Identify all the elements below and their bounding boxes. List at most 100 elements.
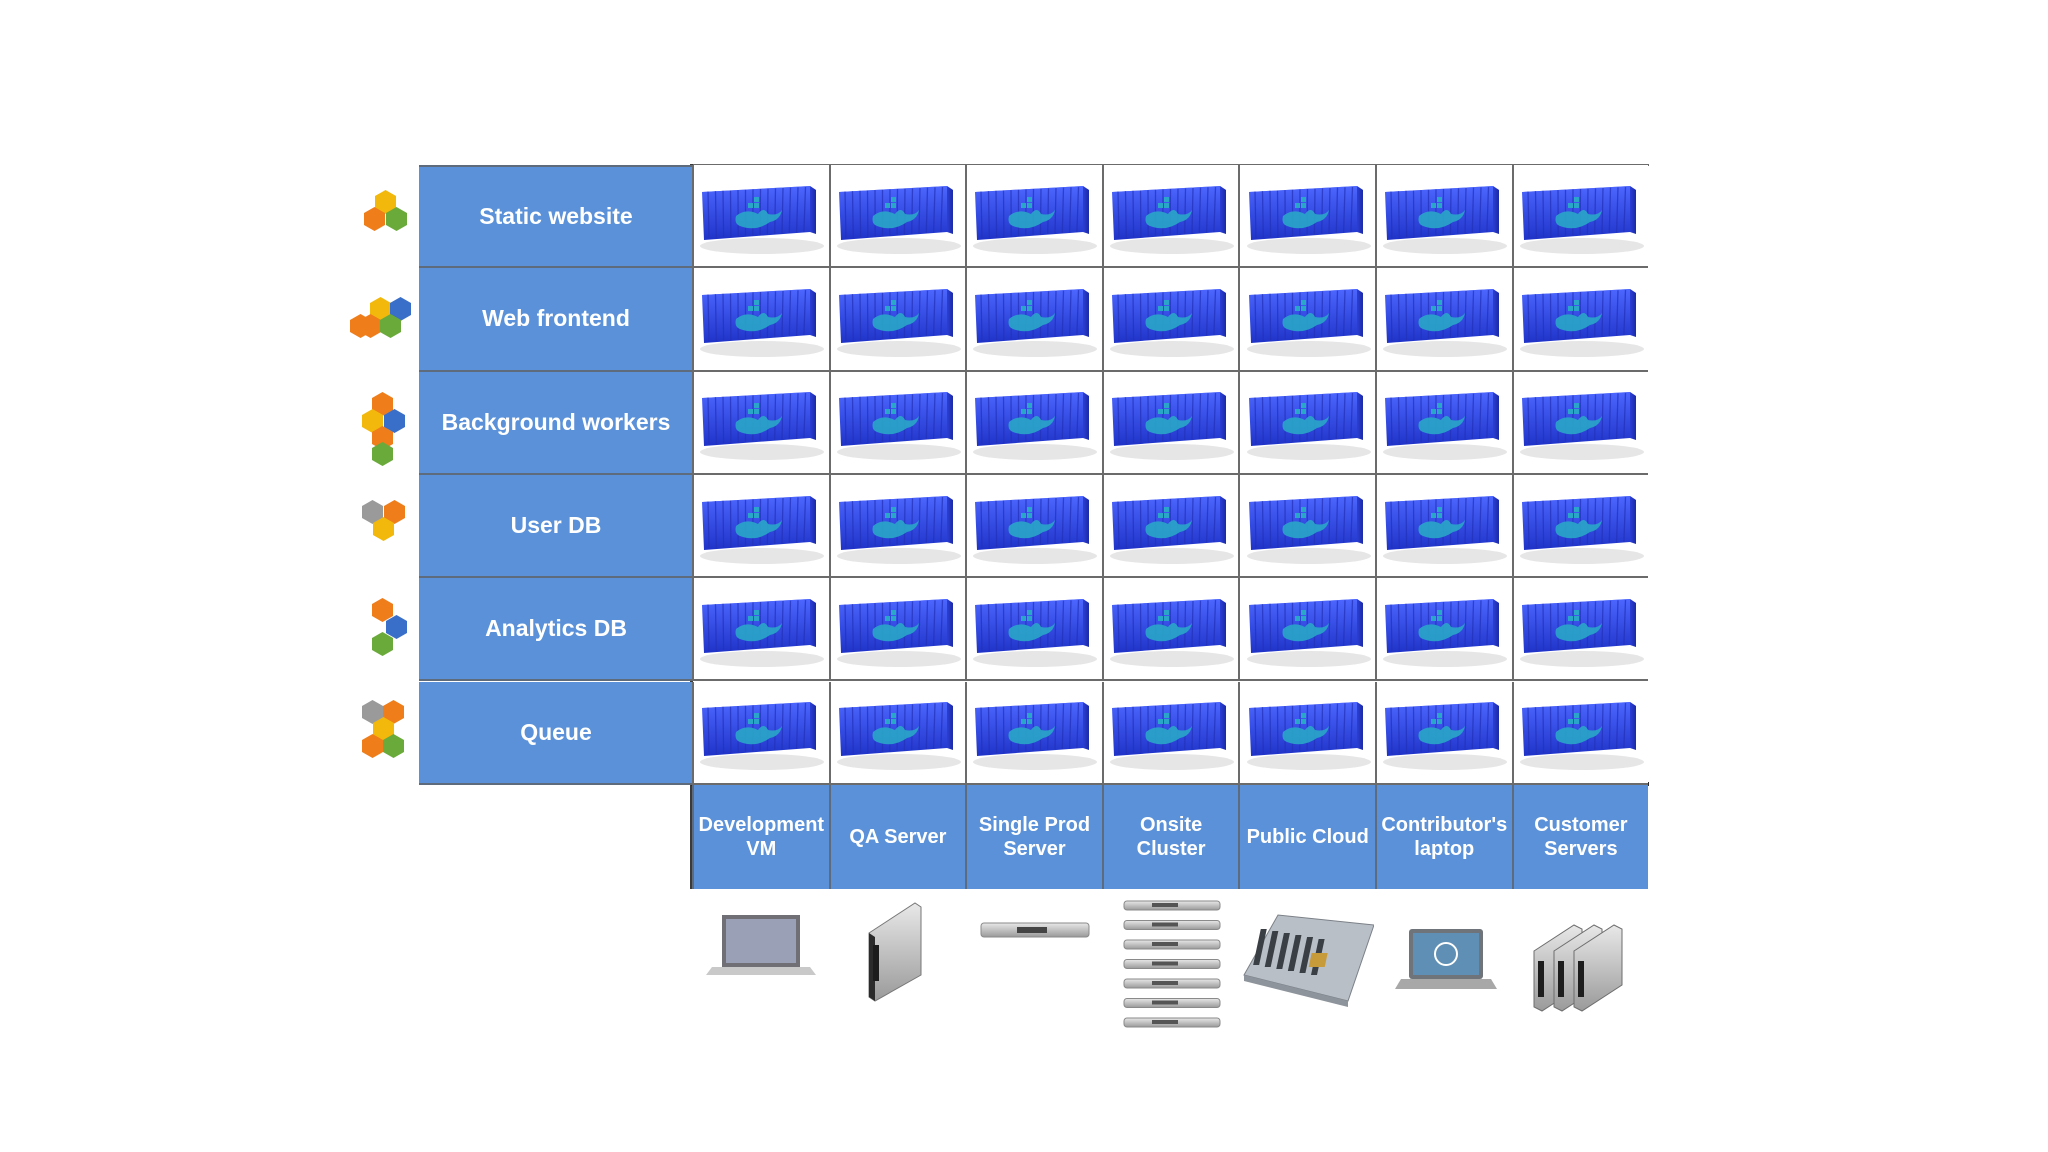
docker-container-icon bbox=[1383, 598, 1508, 667]
hexagon-shape bbox=[375, 190, 396, 214]
docker-container-icon bbox=[973, 392, 1098, 461]
app-hex-icon bbox=[348, 297, 420, 377]
docker-container-icon bbox=[836, 288, 961, 357]
docker-container-icon bbox=[700, 392, 825, 461]
matrix-cell bbox=[1101, 578, 1239, 682]
docker-container-icon bbox=[700, 702, 825, 771]
matrix-cell bbox=[1238, 268, 1375, 372]
matrix-cell bbox=[965, 268, 1102, 372]
docker-container-icon bbox=[1519, 702, 1644, 771]
docker-container-icon bbox=[1110, 392, 1235, 461]
docker-container-icon bbox=[836, 702, 961, 771]
matrix-cell bbox=[1511, 165, 1649, 269]
matrix-cell bbox=[828, 681, 966, 785]
hexagon-shape bbox=[370, 297, 391, 321]
docker-container-icon bbox=[836, 185, 961, 254]
docker-container-icon bbox=[1110, 598, 1235, 667]
docker-container-icon bbox=[836, 598, 961, 667]
docker-container-icon bbox=[1110, 288, 1235, 357]
matrix-cell bbox=[692, 371, 829, 475]
matrix-cell bbox=[1511, 578, 1649, 682]
matrix-cell bbox=[1238, 165, 1375, 269]
app-label: Analytics DB bbox=[419, 578, 693, 682]
environment-label: Single Prod Server bbox=[965, 785, 1102, 889]
hexagon-shape bbox=[386, 207, 407, 231]
matrix-cell bbox=[692, 578, 829, 682]
docker-container-icon bbox=[1246, 702, 1371, 771]
docker-container-icon bbox=[973, 185, 1098, 254]
hexagon-shape bbox=[390, 297, 411, 321]
matrix-cell bbox=[1511, 371, 1649, 475]
matrix-cell bbox=[1511, 268, 1649, 372]
server-stack-icon bbox=[1123, 900, 1221, 1028]
environment-label: Onsite Cluster bbox=[1101, 785, 1239, 889]
matrix-cell bbox=[1511, 681, 1649, 785]
matrix-cell bbox=[828, 165, 966, 269]
environment-label: Development VM bbox=[692, 785, 829, 889]
environment-label: QA Server bbox=[828, 785, 966, 889]
app-label: Web frontend bbox=[419, 268, 693, 372]
matrix-cell bbox=[1101, 268, 1239, 372]
matrix-cell bbox=[1511, 474, 1649, 579]
matrix-cell bbox=[692, 681, 829, 785]
environment-label: Customer Servers bbox=[1511, 785, 1649, 889]
laptop-icon bbox=[706, 915, 816, 975]
matrix-cell bbox=[692, 474, 829, 579]
matrix-cell bbox=[1375, 371, 1512, 475]
hexagon-shape bbox=[364, 207, 385, 231]
docker-container-icon bbox=[973, 702, 1098, 771]
hexagon-shape bbox=[362, 734, 383, 758]
docker-container-icon bbox=[1246, 288, 1371, 357]
matrix-cell bbox=[965, 681, 1102, 785]
matrix-cell bbox=[828, 578, 966, 682]
docker-container-icon bbox=[1519, 495, 1644, 564]
blade-servers-icon bbox=[1533, 924, 1623, 1012]
matrix-cell bbox=[1375, 165, 1512, 269]
app-hex-icon bbox=[355, 190, 427, 270]
matrix-cell bbox=[1375, 474, 1512, 579]
matrix-cell bbox=[1375, 681, 1512, 785]
docker-container-icon bbox=[1383, 495, 1508, 564]
hexagon-shape bbox=[362, 409, 383, 433]
docker-container-icon bbox=[973, 598, 1098, 667]
docker-container-icon bbox=[1383, 185, 1508, 254]
docker-container-icon bbox=[1519, 392, 1644, 461]
docker-container-icon bbox=[1246, 598, 1371, 667]
hexagon-shape bbox=[372, 632, 393, 656]
hexagon-shape bbox=[386, 615, 407, 639]
hexagon-shape bbox=[372, 598, 393, 622]
hexagon-shape bbox=[362, 700, 383, 724]
docker-container-icon bbox=[1383, 702, 1508, 771]
hexagon-shape bbox=[383, 700, 404, 724]
docker-container-icon bbox=[700, 288, 825, 357]
docker-container-icon bbox=[1110, 495, 1235, 564]
hexagon-shape bbox=[383, 734, 404, 758]
matrix-cell bbox=[1375, 578, 1512, 682]
docker-container-icon bbox=[836, 392, 961, 461]
matrix-cell bbox=[828, 268, 966, 372]
matrix-cell bbox=[1238, 371, 1375, 475]
app-hex-icon bbox=[350, 392, 422, 472]
matrix-cell bbox=[965, 371, 1102, 475]
matrix-cell bbox=[828, 474, 966, 579]
matrix-cell bbox=[1101, 371, 1239, 475]
matrix-cell bbox=[965, 578, 1102, 682]
docker-container-icon bbox=[700, 495, 825, 564]
hexagon-shape bbox=[373, 517, 394, 541]
matrix-cell bbox=[828, 371, 966, 475]
app-label: Static website bbox=[419, 165, 693, 269]
hexagon-shape bbox=[384, 500, 405, 524]
docker-container-icon bbox=[1246, 392, 1371, 461]
docker-container-icon bbox=[1519, 288, 1644, 357]
docker-container-icon bbox=[1383, 392, 1508, 461]
docker-container-icon bbox=[1383, 288, 1508, 357]
matrix-cell bbox=[1101, 474, 1239, 579]
environment-label: Contributor's laptop bbox=[1375, 785, 1512, 889]
app-label: Queue bbox=[419, 681, 693, 785]
docker-container-icon bbox=[1519, 598, 1644, 667]
docker-container-icon bbox=[1246, 185, 1371, 254]
matrix-cell bbox=[1375, 268, 1512, 372]
matrix-cell bbox=[1101, 681, 1239, 785]
app-hex-icon bbox=[352, 500, 424, 580]
